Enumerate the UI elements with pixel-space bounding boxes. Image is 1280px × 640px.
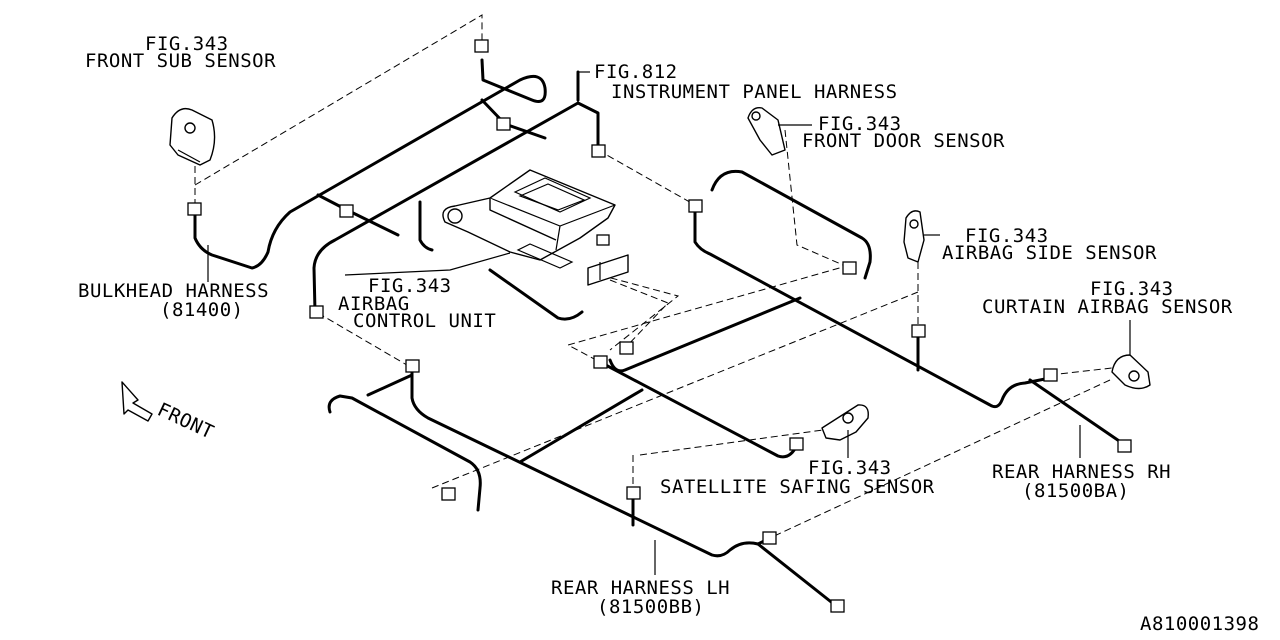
leader-lines xyxy=(207,71,1081,575)
connector xyxy=(496,117,511,131)
satellite-safing-sensor-label: SATELLITE SAFING SENSOR xyxy=(660,476,935,498)
connectors xyxy=(187,39,1132,613)
rear-harness-lh-part: (81500BB) xyxy=(597,596,704,618)
front-direction-label: FRONT xyxy=(154,399,217,444)
bulkhead-harness-label: BULKHEAD HARNESS xyxy=(78,280,269,302)
bulkhead-harness-wires xyxy=(193,58,600,314)
front-door-sensor-fig: FIG.343 xyxy=(818,113,902,135)
connector xyxy=(626,486,641,500)
front-door-sensor xyxy=(747,107,812,156)
diagram-id: A810001398 xyxy=(1140,613,1259,635)
rear-harness-rh-part: (81500BA) xyxy=(1022,480,1129,502)
airbag-side-sensor xyxy=(903,210,940,263)
rear-harness-rh-label: REAR HARNESS RH xyxy=(992,461,1171,483)
connector xyxy=(1043,368,1058,382)
airbag-control-unit xyxy=(442,169,629,321)
airbag-control-unit-label-2: CONTROL UNIT xyxy=(353,310,496,332)
connector xyxy=(688,199,703,213)
connector xyxy=(187,202,202,216)
dashed-reference-lines xyxy=(194,14,1113,539)
front-sub-sensor-fig: FIG.343 xyxy=(145,33,229,55)
connector xyxy=(842,261,857,275)
connector xyxy=(591,144,606,158)
airbag-side-sensor-label: AIRBAG SIDE SENSOR xyxy=(942,242,1157,264)
connector xyxy=(911,324,926,338)
connector xyxy=(593,355,608,369)
airbag-control-unit-label-1: AIRBAG xyxy=(338,293,410,315)
curtain-airbag-sensor xyxy=(1111,320,1151,390)
connector xyxy=(619,341,634,355)
connector xyxy=(762,531,777,545)
instrument-panel-label: INSTRUMENT PANEL HARNESS xyxy=(611,81,898,103)
connector xyxy=(1117,439,1132,453)
satellite-safing-sensor xyxy=(821,404,869,458)
labels: FIG.343 FRONT SUB SENSOR FIG.812 INSTRUM… xyxy=(78,33,1259,635)
front-sub-sensor-label: FRONT SUB SENSOR xyxy=(85,50,276,72)
rear-harness-lh-label: REAR HARNESS LH xyxy=(551,577,730,599)
connector xyxy=(441,487,456,501)
connector xyxy=(830,599,845,613)
front-sub-sensor xyxy=(169,107,216,166)
satellite-safing-sensor-fig: FIG.343 xyxy=(808,457,892,479)
front-arrow-icon xyxy=(121,381,153,422)
airbag-control-unit-fig: FIG.343 xyxy=(368,275,452,297)
bulkhead-harness-part: (81400) xyxy=(160,299,244,321)
curtain-airbag-sensor-fig: FIG.343 xyxy=(1090,278,1174,300)
front-door-sensor-label: FRONT DOOR SENSOR xyxy=(802,130,1005,152)
connector xyxy=(405,359,420,373)
instrument-panel-fig: FIG.812 xyxy=(594,61,678,83)
connector xyxy=(339,204,354,218)
connector xyxy=(309,305,324,319)
connector xyxy=(474,39,489,53)
airbag-side-sensor-fig: FIG.343 xyxy=(965,225,1049,247)
curtain-airbag-sensor-label: CURTAIN AIRBAG SENSOR xyxy=(982,296,1233,318)
connector xyxy=(789,437,804,451)
